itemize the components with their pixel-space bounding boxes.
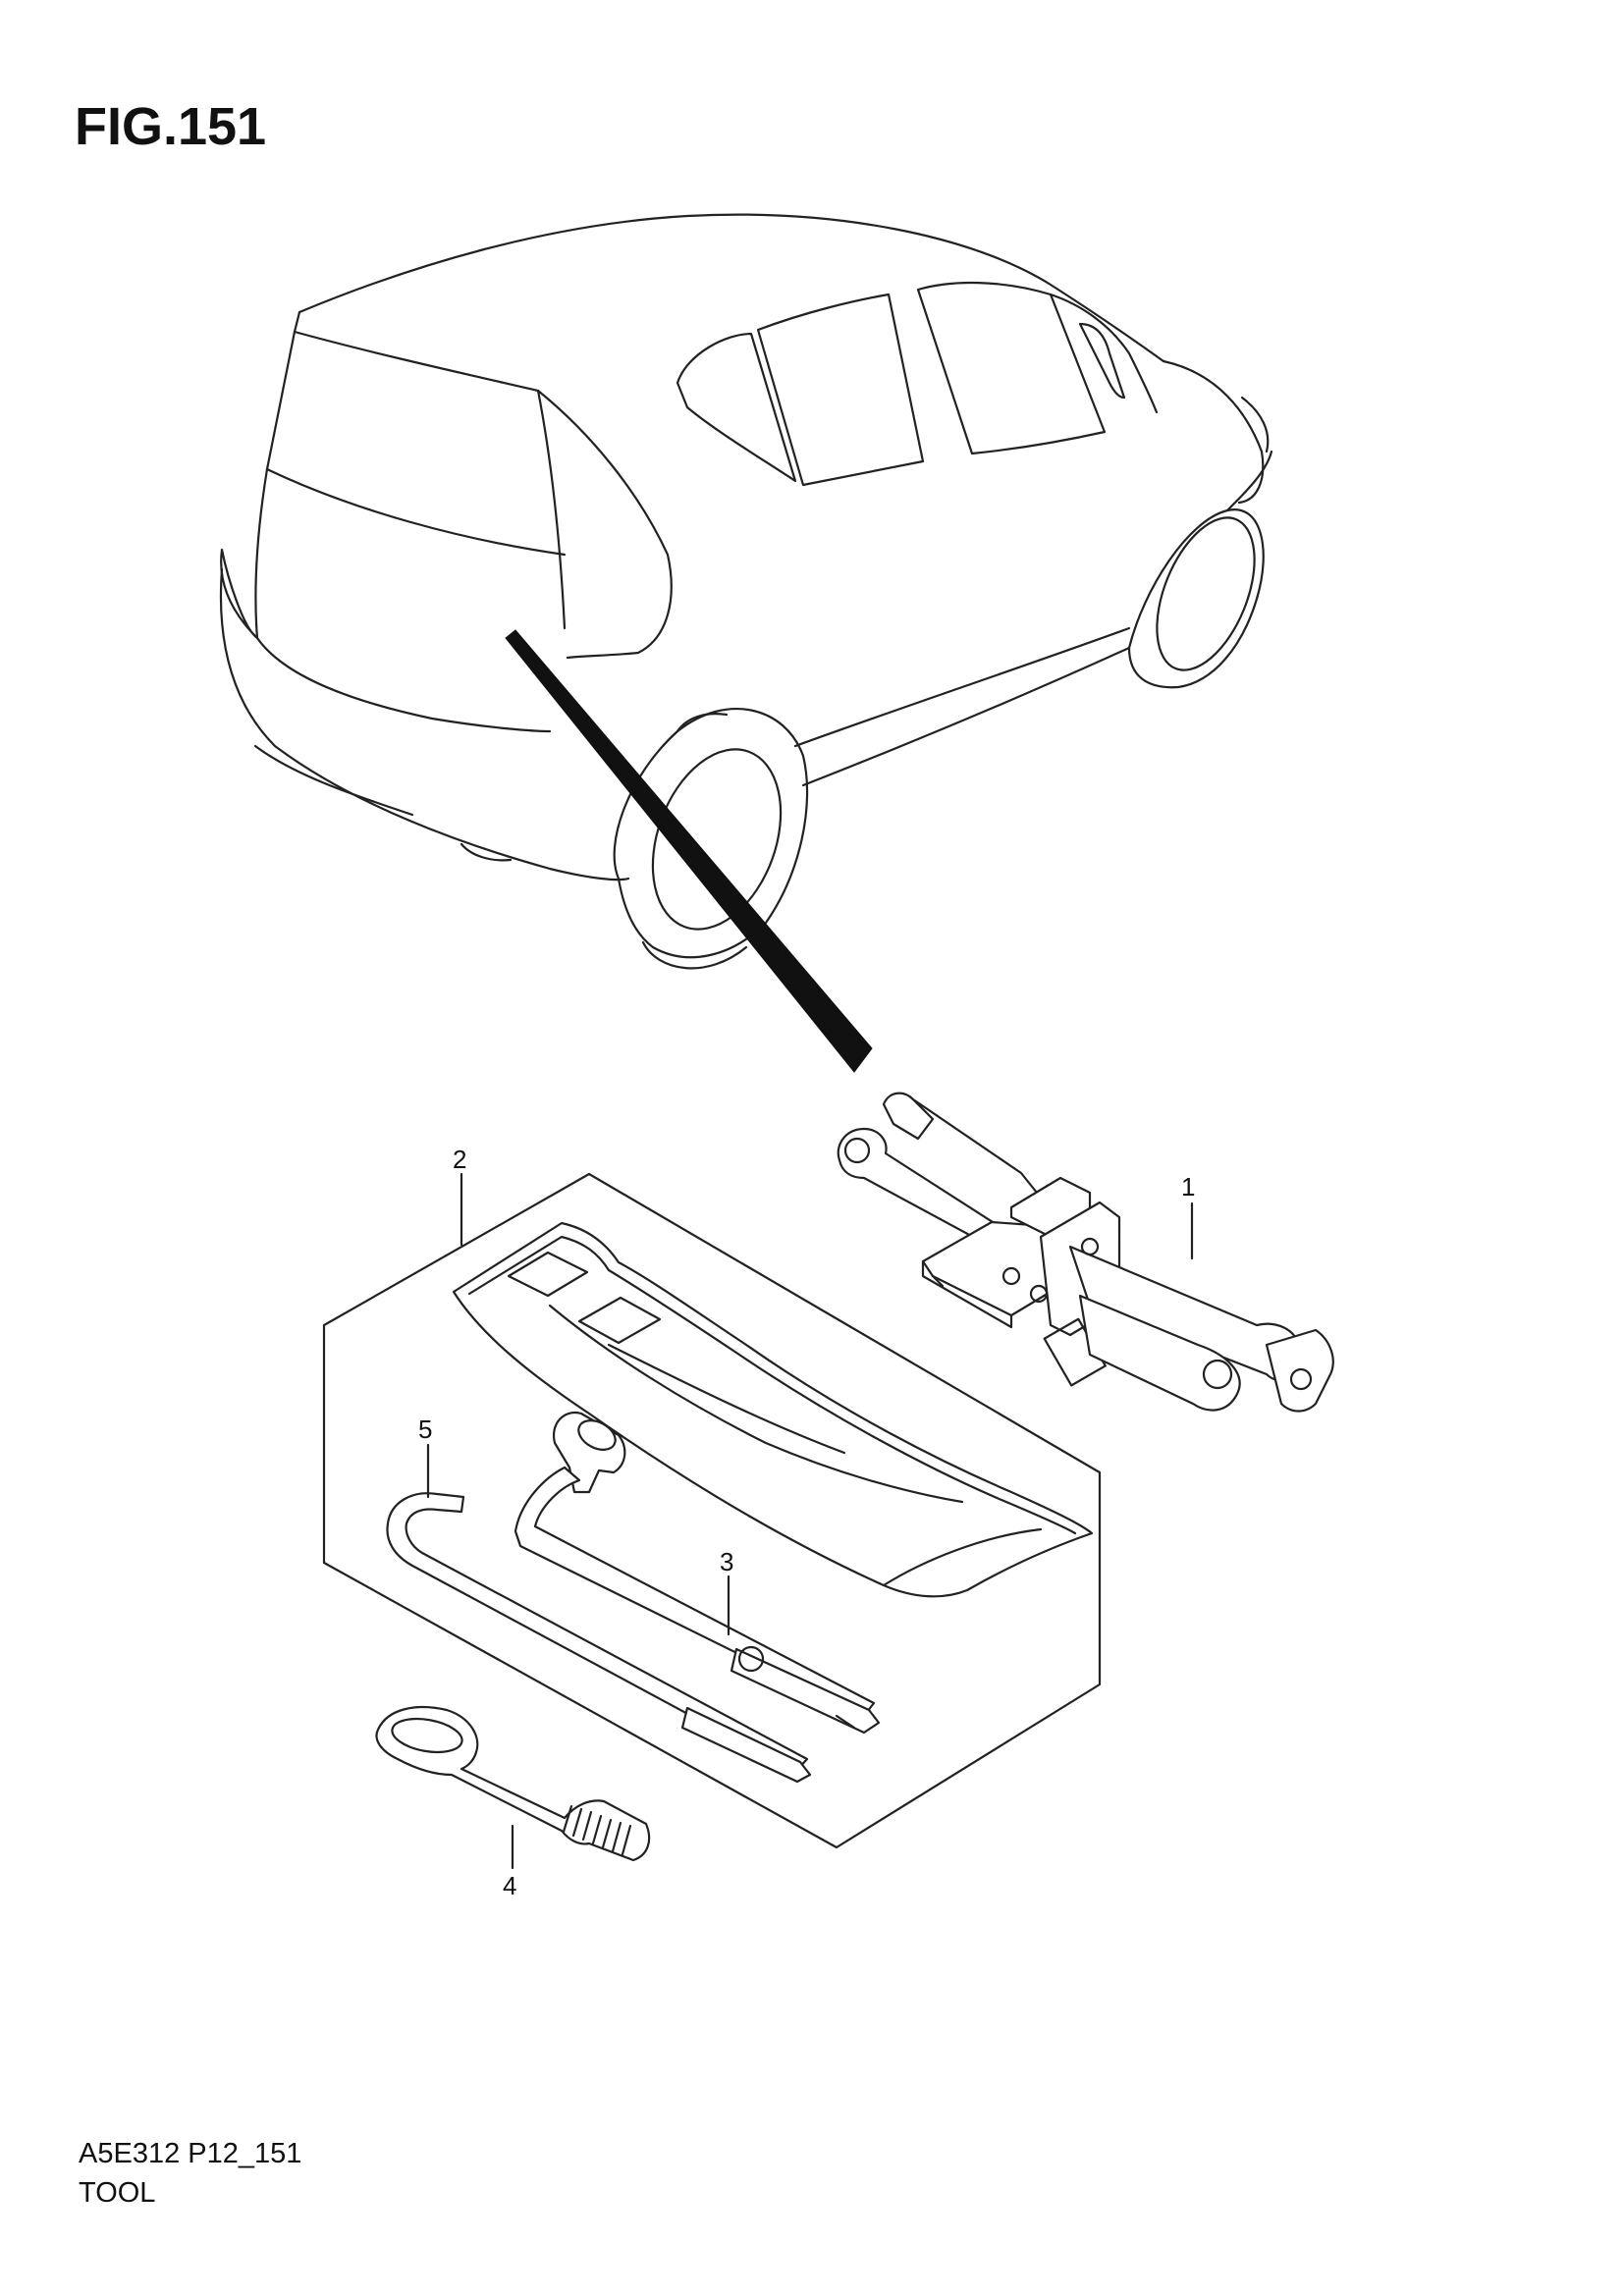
thread-lines — [562, 1804, 632, 1856]
tool-bag-drawing — [452, 1221, 1094, 1598]
callout-jack: 1 — [1181, 1172, 1195, 1201]
callout-towing-hook: 4 — [503, 1871, 516, 1900]
towing-hook-drawing — [375, 1705, 651, 1862]
tool-set-outline — [322, 1172, 1102, 1849]
figure-title: FIG.151 — [75, 97, 267, 156]
callout-tool-bag: 2 — [453, 1145, 466, 1174]
wheel-wrench-drawing — [514, 1411, 881, 1735]
vehicle-drawing — [219, 213, 1273, 1073]
figure-code: A5E312 P12_151 — [79, 2138, 302, 2169]
figure-caption: TOOL — [79, 2177, 156, 2209]
jack-drawing — [837, 1092, 1334, 1413]
jack-handle-drawing — [386, 1492, 812, 1784]
callout-jack-handle: 5 — [418, 1415, 432, 1444]
leader-lines — [426, 1172, 1194, 1870]
callout-wheel-wrench: 3 — [720, 1547, 733, 1576]
